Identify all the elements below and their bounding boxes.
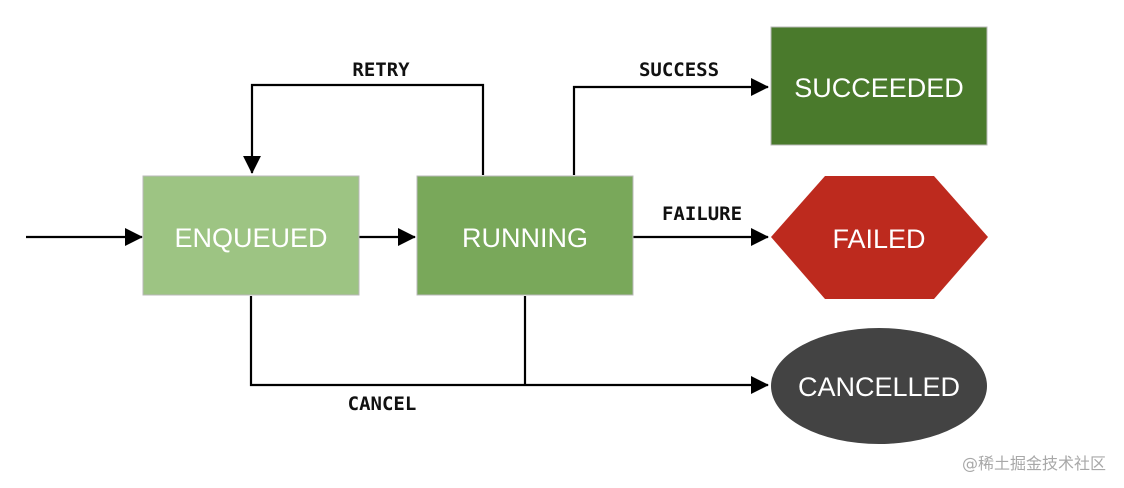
- watermark-text: @稀土掘金技术社区: [961, 454, 1106, 473]
- node-running-label: RUNNING: [462, 223, 588, 253]
- node-cancelled-ellipse: [771, 328, 987, 444]
- edge-label-cancel: CANCEL: [348, 393, 417, 415]
- node-cancelled: CANCELLED: [771, 328, 987, 444]
- node-succeeded-box: [770, 26, 988, 146]
- edge-label-success: SUCCESS: [639, 59, 719, 81]
- retry-arrow: [243, 83, 485, 175]
- node-enqueued-label: ENQUEUED: [174, 223, 327, 253]
- node-enqueued-box: [142, 175, 360, 296]
- cancel-arrow-from-enqueued: [249, 296, 769, 394]
- edge-label-failure: FAILURE: [662, 203, 742, 225]
- edge-label-retry: RETRY: [352, 59, 410, 81]
- node-cancelled-label: CANCELLED: [798, 372, 960, 402]
- node-running: RUNNING: [416, 175, 634, 296]
- node-failed: FAILED: [771, 176, 988, 299]
- node-enqueued: ENQUEUED: [142, 175, 360, 296]
- node-failed-label: FAILED: [832, 224, 925, 254]
- node-succeeded: SUCCEEDED: [770, 26, 988, 146]
- node-failed-hexagon: [771, 176, 988, 299]
- success-arrow: [572, 78, 769, 175]
- node-succeeded-label: SUCCEEDED: [794, 73, 964, 103]
- node-running-box: [416, 175, 634, 296]
